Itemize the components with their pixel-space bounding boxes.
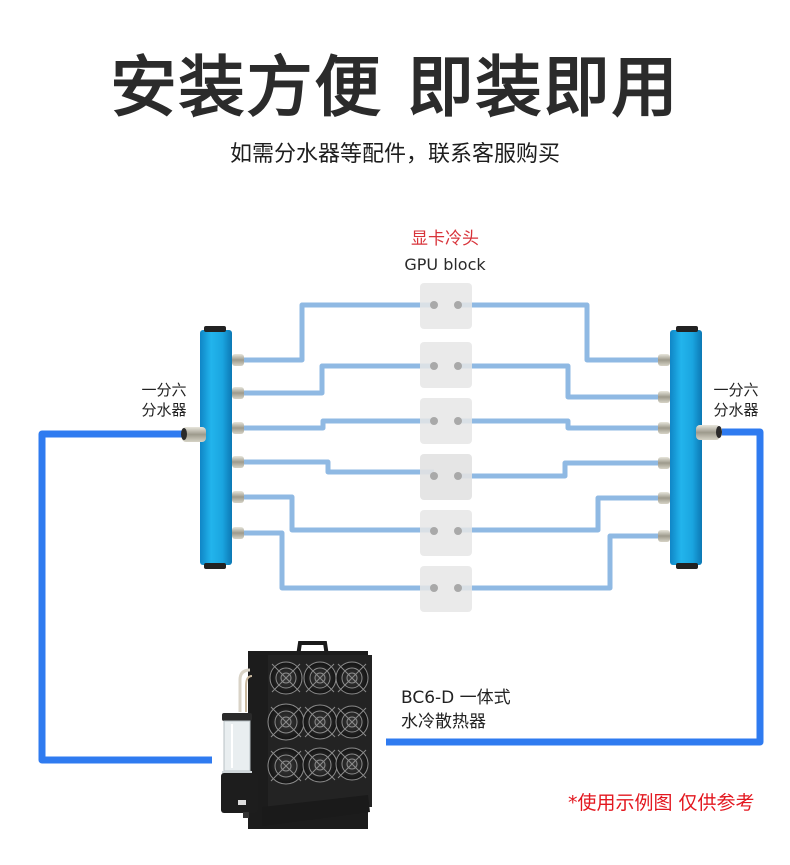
gpu-block — [420, 510, 472, 556]
manifold-left-label-line1: 一分六 — [141, 381, 187, 399]
pipe-left-4 — [244, 459, 434, 475]
pipe-left-1 — [244, 302, 434, 363]
cooling-unit-label-line1: BC6-D 一体式 — [401, 688, 511, 708]
fan — [303, 661, 337, 695]
cooling-unit-label: BC6-D 一体式 水冷散热器 — [401, 686, 511, 734]
pipe-right-5 — [458, 495, 660, 533]
pipe-right-2 — [458, 363, 660, 400]
manifold-left-label: 一分六 分水器 — [136, 380, 192, 420]
gpu-block — [420, 398, 472, 444]
disclaimer-note: *使用示例图 仅供参考 — [568, 792, 755, 814]
fan — [335, 747, 369, 781]
pump-block — [221, 773, 258, 813]
main-pipe-right — [386, 428, 764, 746]
pipe-left-5 — [244, 494, 434, 533]
gpu-block-label-cn: 显卡冷头 — [411, 229, 479, 249]
pipe-left-3 — [244, 418, 434, 431]
inlet-fitting-left — [182, 427, 206, 442]
manifold-right-label-line1: 一分六 — [713, 381, 759, 399]
fan-grid — [267, 661, 369, 785]
page-title: 安装方便 即装即用 — [110, 49, 680, 126]
manifold-right-label-line2: 分水器 — [713, 401, 759, 419]
pipe-left-2 — [244, 363, 434, 396]
outlet-fitting-right — [696, 425, 720, 440]
unit-handle — [296, 641, 329, 657]
manifold-left-label-line2: 分水器 — [141, 401, 187, 419]
gpu-block — [420, 283, 472, 329]
reservoir-tube — [238, 668, 251, 712]
fan — [335, 661, 369, 695]
fan — [302, 704, 338, 740]
fan — [302, 747, 338, 783]
gpu-block — [420, 342, 472, 388]
pipe-right-6 — [458, 533, 660, 591]
cooling-unit-label-line2: 水冷散热器 — [401, 712, 486, 732]
thin-pipes — [244, 302, 660, 591]
pipe-right-4 — [458, 460, 660, 479]
main-pipe-loop — [38, 428, 764, 764]
fan — [269, 661, 303, 695]
page-subtitle: 如需分水器等配件，联系客服购买 — [229, 142, 560, 167]
port-fittings-right — [658, 354, 670, 542]
fan — [267, 703, 305, 741]
pipe-right-1 — [458, 302, 660, 363]
gpu-block-label-en: GPU block — [404, 255, 486, 274]
pipe-right-3 — [458, 418, 660, 431]
cooling-unit — [221, 641, 372, 829]
manifold-right — [658, 326, 722, 569]
fan — [267, 747, 305, 785]
gpu-blocks — [420, 283, 472, 612]
manifold-left — [181, 326, 244, 569]
main-pipe-left — [38, 430, 212, 764]
port-fittings-left — [232, 354, 244, 539]
reservoir — [222, 713, 252, 775]
fan — [335, 705, 369, 739]
gpu-block — [420, 454, 472, 500]
gpu-block — [420, 566, 472, 612]
unit-base — [262, 795, 370, 826]
pipe-left-6 — [244, 530, 434, 591]
manifold-right-label: 一分六 分水器 — [708, 380, 764, 420]
